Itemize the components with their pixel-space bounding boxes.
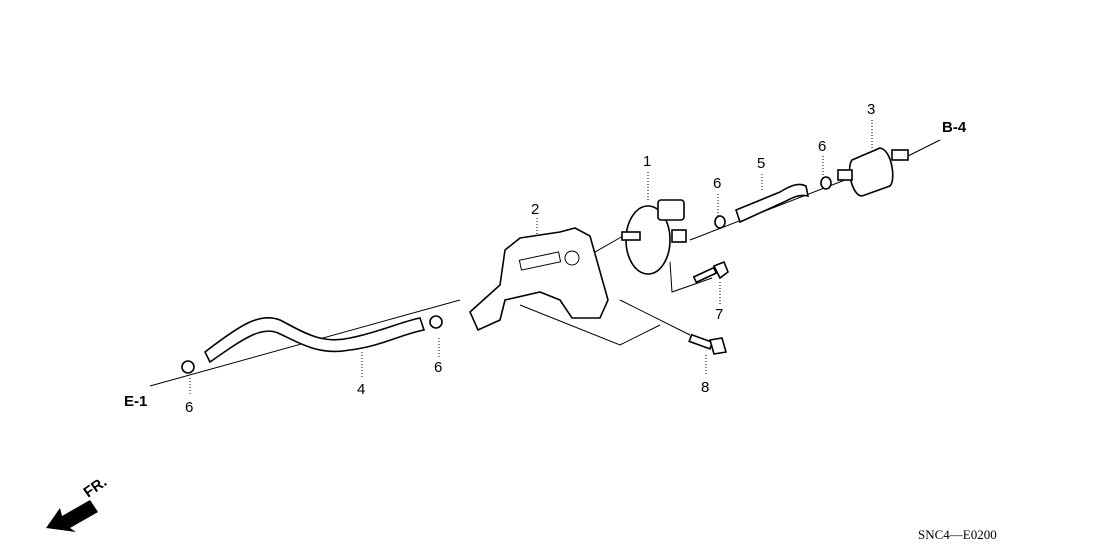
- bracket-2: [469, 227, 609, 332]
- front-arrow: FR.: [46, 473, 110, 532]
- callout-7[interactable]: 7: [715, 306, 723, 323]
- callout-4[interactable]: 4: [357, 381, 365, 398]
- ref-b4[interactable]: B-4: [942, 119, 967, 136]
- clip-6: [820, 176, 832, 190]
- clip-6: [714, 215, 726, 229]
- callout-1[interactable]: 1: [643, 153, 651, 170]
- callout-6[interactable]: 6: [818, 138, 826, 155]
- callout-6[interactable]: 6: [185, 399, 193, 416]
- short-hose-5: [735, 183, 810, 224]
- bolt-8: [688, 333, 728, 355]
- ref-e1[interactable]: E-1: [124, 393, 147, 410]
- diagram-code: SNC4—E0200: [918, 527, 997, 542]
- callout-6[interactable]: 6: [713, 175, 721, 192]
- callout-3[interactable]: 3: [867, 101, 875, 118]
- callout-2[interactable]: 2: [531, 201, 539, 218]
- screw-7: [692, 260, 729, 284]
- actuator-1: [621, 199, 687, 275]
- front-arrow-label: FR.: [81, 473, 111, 501]
- callout-8[interactable]: 8: [701, 379, 709, 396]
- filter-3: [837, 147, 909, 197]
- clip-6: [181, 360, 195, 374]
- long-hose-4: [203, 316, 426, 364]
- clip-6: [429, 315, 443, 329]
- callout-5[interactable]: 5: [757, 155, 765, 172]
- callout-6[interactable]: 6: [434, 359, 442, 376]
